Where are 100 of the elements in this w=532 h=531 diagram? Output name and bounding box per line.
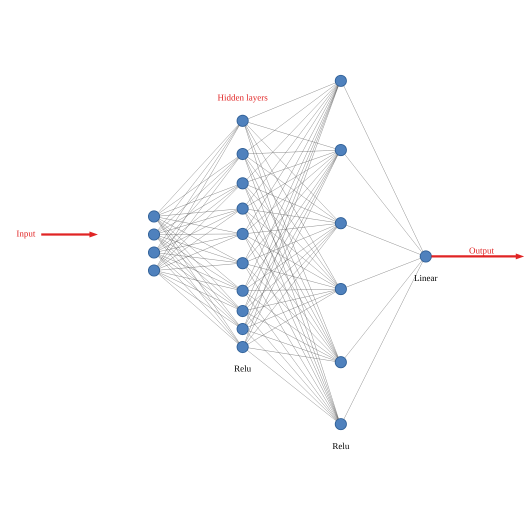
connector xyxy=(158,124,239,212)
connector xyxy=(160,262,238,270)
connector xyxy=(246,154,337,259)
connector xyxy=(159,218,238,260)
connector xyxy=(159,272,238,308)
connector xyxy=(158,272,238,326)
connector xyxy=(160,216,238,233)
arrow xyxy=(41,231,98,237)
connector xyxy=(248,312,336,360)
connector xyxy=(246,238,338,358)
connector xyxy=(247,152,336,230)
connector xyxy=(158,186,238,249)
arrow xyxy=(431,252,524,259)
connector xyxy=(346,258,421,287)
connector xyxy=(248,330,336,360)
connector xyxy=(159,235,238,268)
connector xyxy=(248,150,336,154)
connector xyxy=(158,219,238,288)
connector xyxy=(247,156,336,220)
connector xyxy=(158,237,238,308)
connector xyxy=(160,208,238,216)
node-circle xyxy=(236,256,249,269)
connector xyxy=(158,158,239,266)
label: Linear xyxy=(414,272,438,283)
connector xyxy=(159,254,238,288)
connector xyxy=(246,226,337,308)
label: Hidden layers xyxy=(218,92,268,102)
connector xyxy=(248,82,336,118)
node-circle xyxy=(236,147,249,160)
connector xyxy=(246,186,337,285)
connector xyxy=(158,157,238,230)
node-circle xyxy=(236,304,249,317)
connector xyxy=(248,264,336,288)
connector xyxy=(246,84,338,204)
connector xyxy=(248,290,336,310)
connector xyxy=(246,84,337,180)
connector xyxy=(248,224,336,261)
connector xyxy=(157,220,240,342)
connector xyxy=(247,293,336,359)
connector xyxy=(248,223,336,234)
node-circle xyxy=(334,144,347,156)
connector xyxy=(158,220,239,307)
label: Relu xyxy=(234,363,252,374)
node-circle xyxy=(334,74,347,86)
connector xyxy=(159,210,238,250)
connector xyxy=(248,236,336,286)
connector xyxy=(160,234,238,252)
node-text: Input xyxy=(16,228,36,238)
connector xyxy=(248,122,336,148)
node-circle xyxy=(334,216,347,229)
connector xyxy=(158,255,238,326)
node-circle xyxy=(236,322,249,335)
connector xyxy=(158,186,238,266)
node-circle xyxy=(236,227,249,240)
connector xyxy=(246,332,337,420)
connector xyxy=(158,124,239,230)
node-circle xyxy=(148,228,160,240)
connector xyxy=(246,266,337,358)
connector xyxy=(344,260,422,358)
connector xyxy=(246,124,338,284)
connector xyxy=(158,185,238,232)
connector xyxy=(247,152,336,206)
connector xyxy=(247,226,336,288)
label: Relu xyxy=(332,440,350,450)
node-circle xyxy=(236,114,249,126)
connector xyxy=(246,84,338,230)
node-circle xyxy=(148,210,160,222)
connector xyxy=(158,211,238,268)
connector xyxy=(344,260,423,419)
node-circle xyxy=(334,418,347,430)
connector xyxy=(346,224,420,254)
connector xyxy=(248,184,336,221)
edge-label: Output xyxy=(469,245,494,256)
connector xyxy=(159,209,238,233)
connector xyxy=(158,273,238,344)
node-circle xyxy=(334,282,347,295)
connector xyxy=(158,238,239,325)
node-circle xyxy=(148,246,160,258)
connector xyxy=(248,290,336,327)
connector xyxy=(246,267,338,420)
connector xyxy=(247,291,336,344)
node-circle xyxy=(236,202,249,214)
connector xyxy=(246,314,337,420)
connector xyxy=(246,124,337,219)
node-circle xyxy=(236,340,249,353)
connector xyxy=(159,270,238,290)
connector xyxy=(159,184,238,214)
connector xyxy=(160,252,238,262)
connector xyxy=(247,83,336,151)
connector xyxy=(246,226,337,325)
connector xyxy=(248,288,336,290)
node-circle xyxy=(236,176,249,189)
connector xyxy=(246,226,338,342)
connector xyxy=(159,235,238,262)
node-circle xyxy=(420,250,432,262)
node-circle xyxy=(148,264,160,276)
connector xyxy=(248,208,336,222)
connector xyxy=(248,151,336,182)
connector xyxy=(344,85,424,252)
connector xyxy=(158,254,238,308)
